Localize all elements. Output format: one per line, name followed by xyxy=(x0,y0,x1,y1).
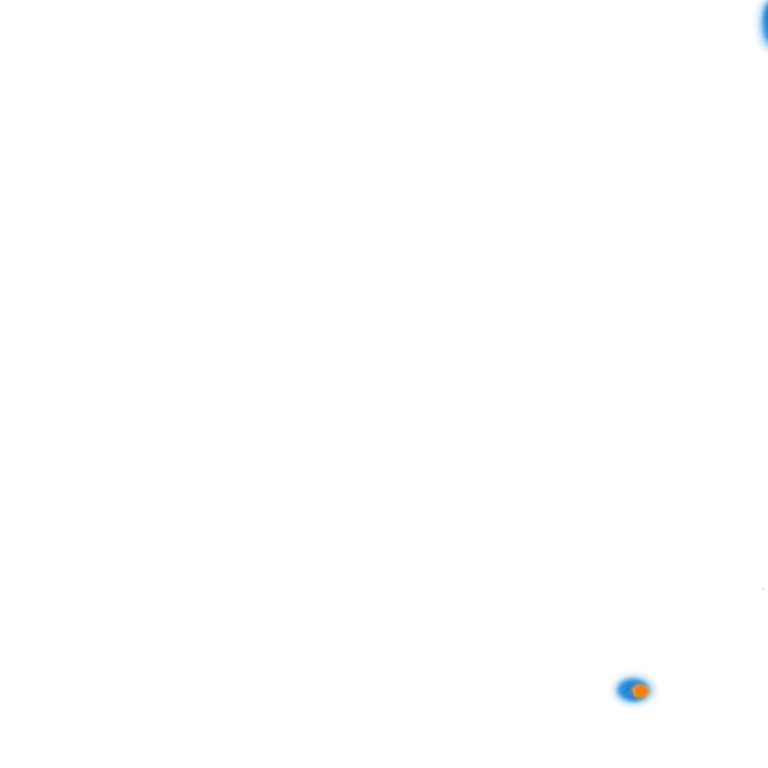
intensity-speck-right xyxy=(761,587,765,591)
intensity-cluster-bottom-right[interactable] xyxy=(614,676,654,704)
cluster-peak xyxy=(635,686,647,696)
cluster-body xyxy=(763,2,768,42)
cluster-notch xyxy=(627,691,633,695)
intensity-cluster-top-right[interactable] xyxy=(759,0,768,50)
